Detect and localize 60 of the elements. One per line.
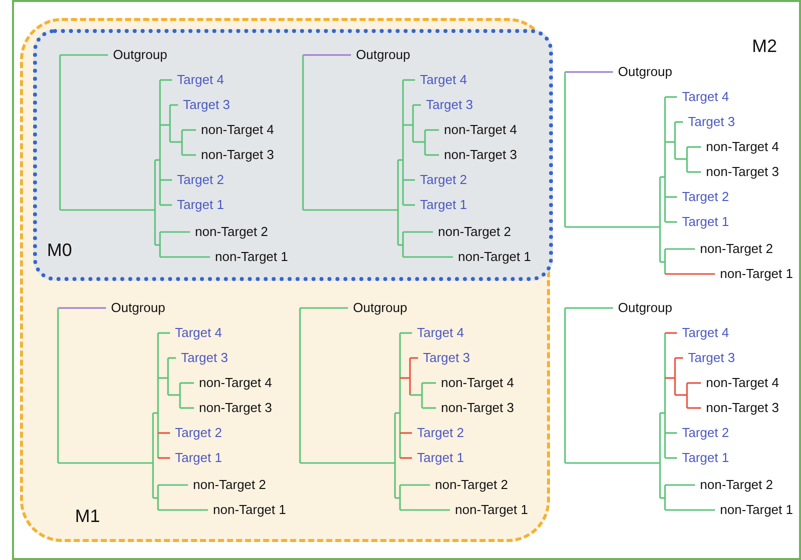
leaf-label: Target 1: [177, 197, 224, 212]
leaf-label: Target 3: [426, 97, 473, 112]
leaf-label: Target 4: [417, 325, 464, 340]
leaf-label: Target 2: [682, 189, 729, 204]
leaf-label: Outgroup: [356, 47, 410, 62]
leaf-label: Target 1: [420, 197, 467, 212]
leaf-label: Target 4: [177, 72, 224, 87]
leaf-label: non-Target 3: [706, 400, 779, 415]
leaf-label: non-Target 2: [438, 224, 511, 239]
panel-box: [12, 0, 801, 560]
leaf-label: non-Target 4: [201, 122, 274, 137]
leaf-label: Target 1: [417, 450, 464, 465]
leaf-label: Target 2: [177, 172, 224, 187]
leaf-label: non-Target 3: [444, 147, 517, 162]
panel-box: [20, 18, 550, 542]
leaf-label: Outgroup: [111, 300, 166, 315]
leaf-label: non-Target 4: [199, 375, 272, 390]
leaf-label: non-Target 4: [441, 375, 514, 390]
leaf-label: non-Target 2: [700, 241, 773, 256]
leaf-label: Target 3: [688, 114, 735, 129]
leaf-label: Target 1: [682, 214, 729, 229]
leaf-label: Target 4: [420, 72, 467, 87]
leaf-label: non-Target 1: [213, 502, 286, 517]
leaf-label: non-Target 2: [700, 477, 773, 492]
panel-box: [33, 29, 553, 281]
leaf-label: Target 1: [682, 450, 729, 465]
leaf-label: non-Target 4: [706, 139, 779, 154]
leaf-label: non-Target 1: [215, 249, 288, 264]
leaf-label: non-Target 2: [435, 477, 508, 492]
leaf-label: Target 1: [175, 450, 222, 465]
leaf-label: non-Target 3: [199, 400, 272, 415]
leaf-label: non-Target 1: [720, 502, 793, 517]
leaf-label: non-Target 4: [706, 375, 779, 390]
leaf-label: Target 3: [688, 350, 735, 365]
leaf-label: non-Target 1: [720, 266, 793, 281]
leaf-label: Outgroup: [353, 300, 408, 315]
panel-title: M1: [75, 506, 100, 527]
leaf-label: Target 4: [682, 89, 729, 104]
leaf-label: Target 4: [175, 325, 222, 340]
leaf-label: non-Target 3: [706, 164, 779, 179]
panel-title: M0: [47, 240, 72, 261]
leaf-label: non-Target 2: [195, 224, 268, 239]
leaf-label: non-Target 1: [455, 502, 528, 517]
leaf-label: Target 2: [175, 425, 222, 440]
leaf-label: Target 3: [183, 97, 230, 112]
leaf-label: Target 2: [417, 425, 464, 440]
leaf-label: Outgroup: [618, 300, 672, 315]
leaf-label: Target 3: [423, 350, 470, 365]
leaf-label: Target 2: [682, 425, 729, 440]
leaf-label: non-Target 3: [441, 400, 514, 415]
leaf-label: non-Target 1: [458, 249, 531, 264]
panel-title: M2: [752, 36, 777, 57]
leaf-label: Target 2: [420, 172, 467, 187]
leaf-label: non-Target 2: [193, 477, 266, 492]
leaf-label: non-Target 4: [444, 122, 517, 137]
leaf-label: Target 4: [682, 325, 729, 340]
leaf-label: Outgroup: [113, 47, 168, 62]
leaf-label: non-Target 3: [201, 147, 274, 162]
leaf-label: Outgroup: [618, 64, 672, 79]
leaf-label: Target 3: [181, 350, 228, 365]
